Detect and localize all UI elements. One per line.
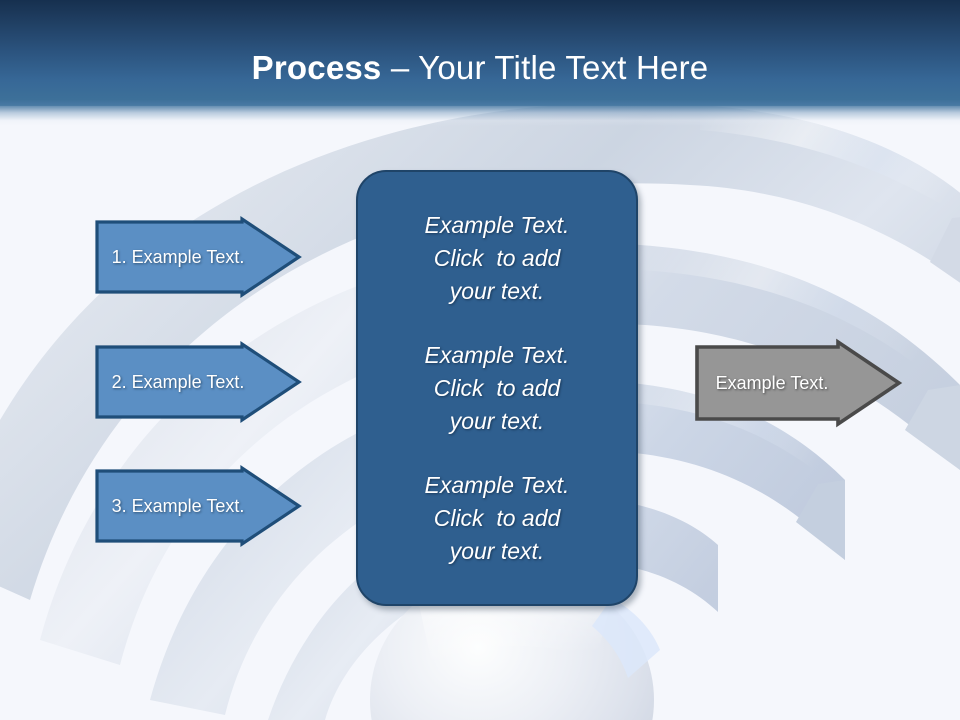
input-arrow-2[interactable]: 2. Example Text. xyxy=(94,341,304,423)
title-banner-fade xyxy=(0,104,960,126)
center-panel-block-2: Example Text. Click to add your text. xyxy=(424,341,570,434)
page-title: Process – Your Title Text Here xyxy=(0,48,960,88)
output-arrow[interactable]: Example Text. xyxy=(694,334,904,432)
center-panel-block-3: Example Text. Click to add your text. xyxy=(424,471,570,564)
center-process-panel[interactable]: Example Text. Click to add your text. Ex… xyxy=(356,170,638,606)
center-panel-block-1: Example Text. Click to add your text. xyxy=(424,211,570,304)
input-arrow-1[interactable]: 1. Example Text. xyxy=(94,216,304,298)
page-title-rest: – Your Title Text Here xyxy=(381,49,709,86)
title-banner xyxy=(0,0,960,106)
input-arrow-3[interactable]: 3. Example Text. xyxy=(94,465,304,547)
page-title-strong: Process xyxy=(251,49,382,86)
